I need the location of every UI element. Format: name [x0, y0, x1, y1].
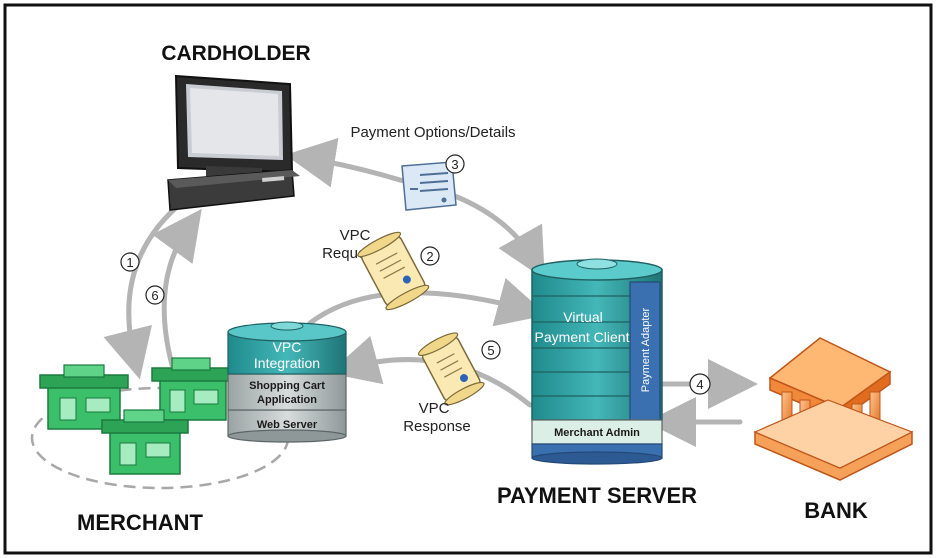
arrow-step-6	[152, 208, 202, 368]
virtual-label: Virtual	[563, 309, 602, 325]
web-server-label: Web Server	[257, 419, 318, 431]
bank-icon	[753, 337, 914, 481]
step-4-badge: 4	[689, 373, 711, 395]
payment-options-label: Payment Options/Details	[350, 124, 515, 141]
step-3-badge: 3	[445, 154, 465, 174]
shopping-cart-label-2: Application	[257, 394, 317, 406]
merchant-label: MERCHANT	[77, 510, 203, 535]
svg-text:6: 6	[151, 288, 158, 303]
svg-text:5: 5	[487, 343, 494, 358]
vpc-response-label-1: VPC	[419, 400, 450, 417]
vpc-integration-label-2: Integration	[254, 355, 320, 371]
payment-client-label: Payment Client	[535, 329, 630, 345]
payment-server-label: PAYMENT SERVER	[497, 483, 697, 508]
svg-text:4: 4	[696, 377, 703, 392]
scroll-icon	[417, 332, 485, 406]
computer-icon	[167, 74, 300, 211]
step-5-badge: 5	[481, 340, 501, 360]
scroll-icon	[357, 231, 430, 311]
bank-label: BANK	[804, 498, 868, 523]
payment-server-stack	[531, 258, 663, 465]
cardholder-label: CARDHOLDER	[161, 42, 310, 65]
svg-text:2: 2	[426, 249, 433, 264]
document-icon	[401, 161, 457, 211]
step-6-badge: 6	[145, 285, 165, 305]
arrow-step-3-to-cardholder	[285, 137, 403, 188]
storefront-icon	[151, 357, 235, 421]
merchant-admin-label: Merchant Admin	[554, 427, 640, 439]
vpc-request-label-1: VPC	[340, 227, 371, 244]
payment-adapter-label: Payment Adapter	[640, 307, 652, 392]
svg-text:1: 1	[126, 255, 133, 270]
vpc-response-label-2: Response	[403, 418, 471, 435]
storefront-icon	[101, 409, 189, 475]
step-1-badge: 1	[120, 252, 140, 272]
shopping-cart-label-1: Shopping Cart	[249, 380, 325, 392]
storefront-icon	[39, 364, 129, 430]
step-2-badge: 2	[420, 246, 440, 266]
vpc-integration-label-1: VPC	[273, 339, 302, 355]
svg-text:3: 3	[451, 157, 458, 172]
vpc-integration-stack	[227, 321, 347, 443]
